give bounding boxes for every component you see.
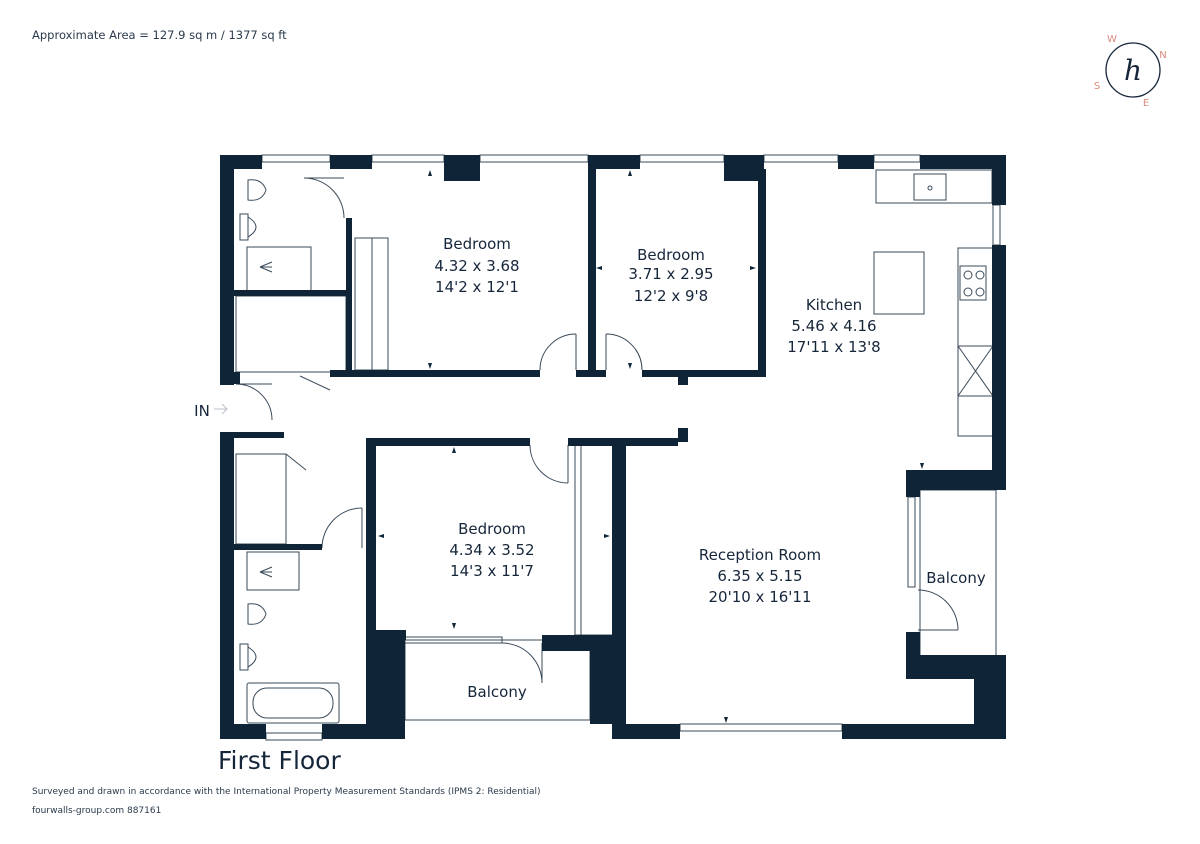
room-name: Bedroom (637, 246, 705, 264)
compass-n: N (1159, 50, 1166, 61)
room-imperial: 14'2 x 12'1 (435, 278, 519, 296)
reference: fourwalls-group.com 887161 (32, 806, 162, 816)
compass-e: E (1143, 98, 1149, 109)
room-bedroom-3: Bedroom 4.34 x 3.52 14'3 x 11'7 (449, 520, 534, 580)
room-name: Kitchen (806, 296, 862, 314)
room-imperial: 17'11 x 13'8 (787, 338, 880, 356)
room-bedroom-2: Bedroom 3.71 x 2.95 12'2 x 9'8 (628, 246, 713, 305)
room-metric: 5.46 x 4.16 (791, 317, 876, 335)
compass-logo: h W N S E (1094, 34, 1167, 109)
compass-logo-letter: h (1124, 54, 1142, 87)
room-metric: 4.34 x 3.52 (449, 541, 534, 559)
compass-w: W (1107, 34, 1117, 45)
measurement-ticks (378, 170, 924, 723)
walls (220, 155, 1006, 739)
room-name: Bedroom (458, 520, 526, 538)
room-reception: Reception Room 6.35 x 5.15 20'10 x 16'11 (699, 546, 821, 606)
room-imperial: 12'2 x 9'8 (634, 287, 708, 305)
survey-note: Surveyed and drawn in accordance with th… (32, 787, 541, 797)
room-imperial: 20'10 x 16'11 (708, 588, 811, 606)
room-name: Bedroom (443, 235, 511, 253)
compass-ring (1105, 42, 1161, 98)
room-name: Reception Room (699, 546, 821, 564)
compass-s: S (1094, 81, 1100, 92)
entrance-arrow-icon (214, 403, 228, 415)
room-imperial: 14'3 x 11'7 (450, 562, 534, 580)
floor-name: First Floor (218, 746, 341, 775)
room-metric: 3.71 x 2.95 (628, 265, 713, 283)
room-balcony-bottom: Balcony (467, 683, 527, 701)
entrance-label: IN (194, 402, 210, 420)
room-metric: 6.35 x 5.15 (717, 567, 802, 585)
room-kitchen: Kitchen 5.46 x 4.16 17'11 x 13'8 (787, 296, 880, 356)
approximate-area: Approximate Area = 127.9 sq m / 1377 sq … (32, 28, 287, 42)
room-balcony-right: Balcony (926, 569, 986, 587)
room-bedroom-1: Bedroom 4.32 x 3.68 14'2 x 12'1 (434, 235, 519, 296)
room-metric: 4.32 x 3.68 (434, 257, 519, 275)
